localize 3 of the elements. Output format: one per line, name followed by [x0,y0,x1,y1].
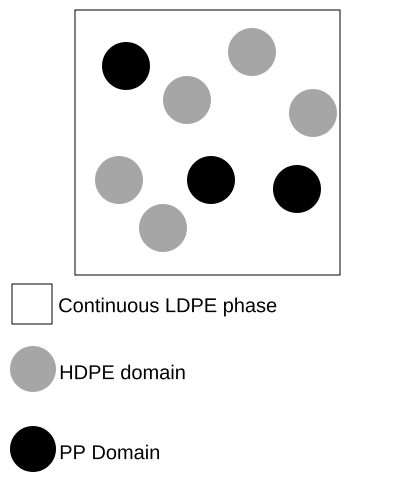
legend-label: PP Domain [60,444,160,460]
legend-label: Continuous LDPE phase [59,298,276,316]
legend-label: HDPE domain [60,364,185,380]
